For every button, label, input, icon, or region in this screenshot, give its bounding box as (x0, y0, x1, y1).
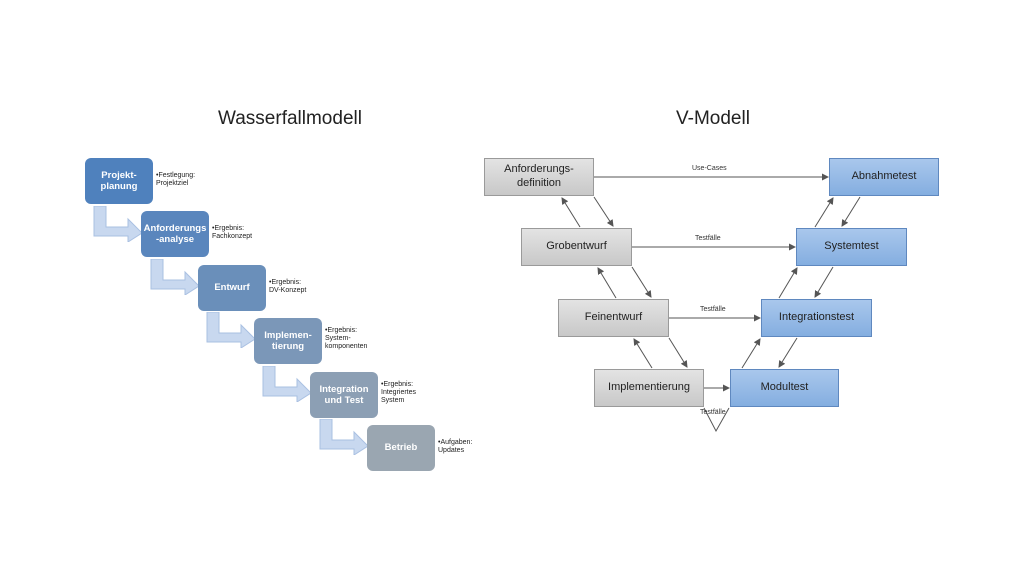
waterfall-arrow-icon (206, 312, 256, 348)
waterfall-arrow-icon (150, 259, 200, 295)
waterfall-note: •Ergebnis: DV-Konzept (269, 279, 307, 295)
waterfall-note: •Aufgaben: Updates (438, 439, 473, 455)
vmodel-box-systemtest: Systemtest (796, 228, 907, 266)
vmodel-box-feinentwurf: Feinentwurf (558, 299, 669, 337)
waterfall-step-implementierung: Implemen- tierung (254, 318, 322, 364)
vmodel-box-abnahmetest: Abnahmetest (829, 158, 939, 196)
waterfall-step-projektplanung: Projekt- planung (85, 158, 153, 204)
waterfall-note: •Ergebnis: System- komponenten (325, 327, 368, 351)
waterfall-step-integration-und-test: Integration und Test (310, 372, 378, 418)
link-label-use-cases: Use-Cases (692, 165, 727, 172)
waterfall-step-anforderungsanalyse: Anforderungs -analyse (141, 211, 209, 257)
vmodel-title: V-Modell (676, 108, 750, 129)
link-label-testfaelle: Testfälle (700, 306, 726, 313)
waterfall-step-betrieb: Betrieb (367, 425, 435, 471)
link-label-testfaelle: Testfälle (700, 409, 726, 416)
waterfall-arrow-icon (319, 419, 369, 455)
vmodel-box-modultest: Modultest (730, 369, 839, 407)
waterfall-step-entwurf: Entwurf (198, 265, 266, 311)
vmodel-box-grobentwurf: Grobentwurf (521, 228, 632, 266)
waterfall-note: •Ergebnis: Fachkonzept (212, 225, 253, 241)
waterfall-arrow-icon (93, 206, 143, 242)
vmodel-box-anforderungsdefinition: Anforderungs- definition (484, 158, 594, 196)
link-label-testfaelle: Testfälle (695, 235, 721, 242)
waterfall-arrow-icon (262, 366, 312, 402)
waterfall-note: •Ergebnis: Integriertes System (381, 381, 417, 405)
vmodel-box-integrationstest: Integrationstest (761, 299, 872, 337)
waterfall-title: Wasserfallmodell (218, 108, 362, 129)
waterfall-note: •Festlegung: Projektziel (156, 172, 196, 188)
vmodel-box-implementierung: Implementierung (594, 369, 704, 407)
